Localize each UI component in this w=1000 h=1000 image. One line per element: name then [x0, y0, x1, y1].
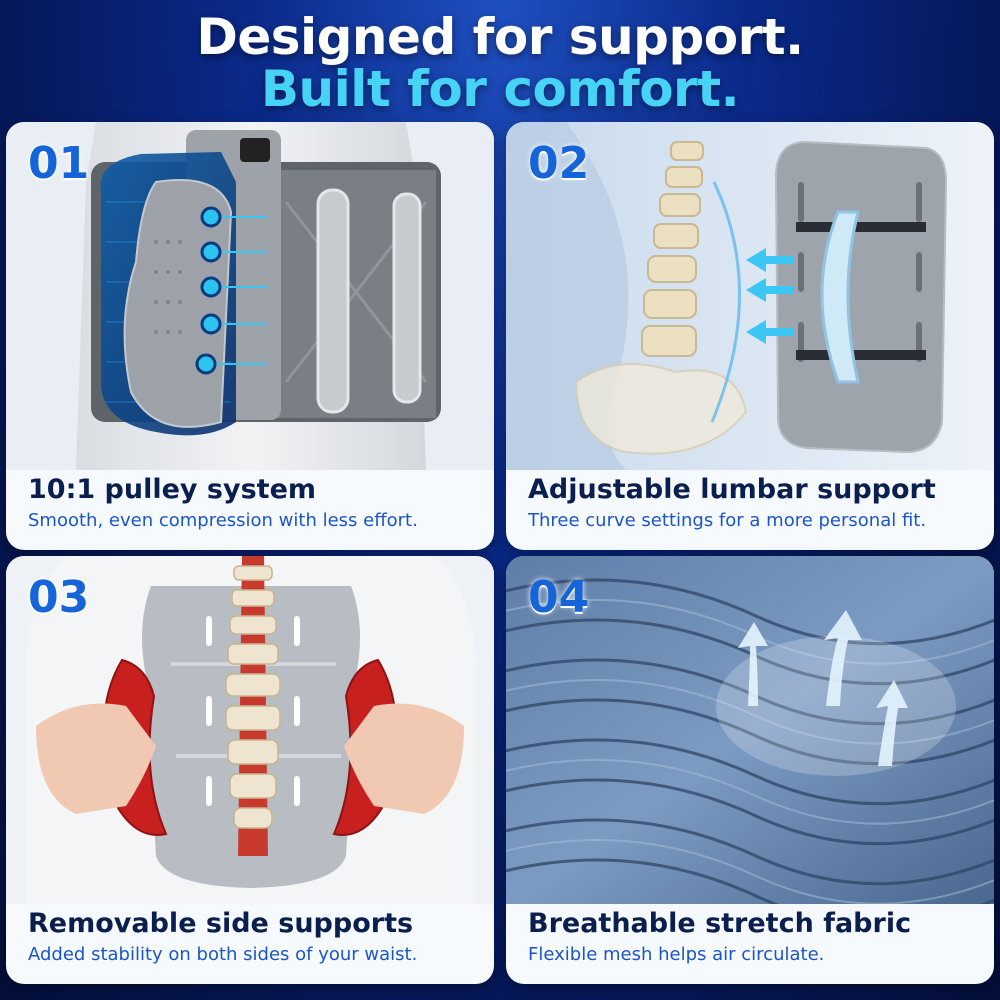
feature-panel-fabric: 04 Breathable stretch fabric Flexible me… — [506, 556, 994, 984]
feature-panel-side-supports: 03 Removable side supports Added stabili… — [6, 556, 494, 984]
headline-line-2: Built for comfort. — [260, 60, 740, 118]
side-supports-hands-illustration — [6, 556, 494, 904]
feature-number: 01 — [28, 138, 90, 189]
spine-lumbar-pad-illustration — [506, 122, 994, 470]
feature-number: 02 — [528, 138, 590, 189]
feature-title: Adjustable lumbar support — [528, 474, 936, 505]
feature-panel-pulley: 01 10:1 pulley system Smooth, even compr… — [6, 122, 494, 550]
back-brace-pulley-illustration — [6, 122, 494, 470]
mesh-fabric-airflow-illustration — [506, 556, 994, 904]
feature-title: 10:1 pulley system — [28, 474, 317, 505]
feature-number: 03 — [28, 572, 90, 623]
feature-title: Breathable stretch fabric — [528, 908, 912, 939]
feature-title: Removable side supports — [28, 908, 414, 939]
header-banner: Designed for support. Built for comfort. — [0, 0, 1000, 120]
feature-subtitle: Added stability on both sides of your wa… — [28, 944, 418, 965]
feature-subtitle: Flexible mesh helps air circulate. — [528, 944, 825, 965]
feature-subtitle: Smooth, even compression with less effor… — [28, 510, 418, 531]
headline-line-1: Designed for support. — [196, 8, 804, 66]
feature-subtitle: Three curve settings for a more personal… — [528, 510, 927, 531]
feature-number: 04 — [528, 572, 590, 623]
feature-panel-lumbar: 02 Adjustable lumbar support Three curve… — [506, 122, 994, 550]
